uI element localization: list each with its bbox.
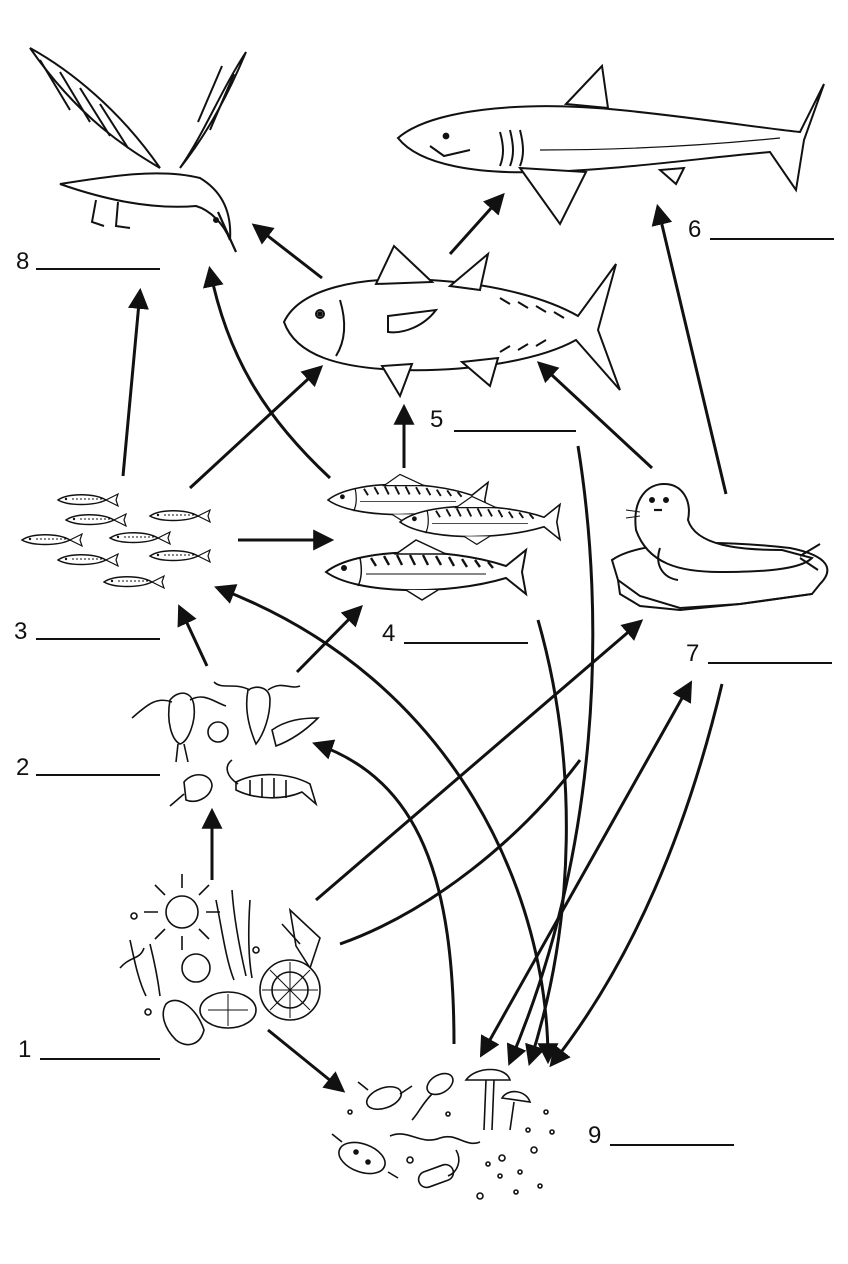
label-blank-7[interactable] xyxy=(708,662,832,664)
label-number-1: 1 xyxy=(18,1036,32,1063)
decomposers-cluster-icon xyxy=(331,1068,555,1200)
seal-on-ice-icon xyxy=(610,482,829,612)
arrow-decomposers-to-zooplankton xyxy=(312,739,456,1045)
arrow-decomposers-to-seal xyxy=(479,680,693,1058)
arrow-seal-to-tuna xyxy=(536,361,654,470)
zooplankton-cluster-icon xyxy=(131,681,320,807)
arrow-seal-to-decomposers xyxy=(549,683,724,1068)
label-blank-6[interactable] xyxy=(710,238,834,240)
label-number-5: 5 xyxy=(430,406,444,433)
arrow-tuna-to-seabird xyxy=(251,223,323,280)
phytoplankton-cluster-icon xyxy=(119,874,321,1046)
label-blank-3[interactable] xyxy=(36,638,160,640)
tuna-icon xyxy=(282,244,621,399)
arrow-zooplankton-to-small-fish xyxy=(177,604,209,667)
label-number-4: 4 xyxy=(382,620,396,647)
arrow-small-fish-to-seabird xyxy=(121,287,149,477)
arrow-tuna-to-shark xyxy=(448,192,505,256)
label-number-9: 9 xyxy=(588,1122,602,1149)
arrow-phytoplankton-to-upper-right xyxy=(339,759,582,946)
arrow-small-fish-to-tuna xyxy=(188,365,324,490)
arrow-seal-to-shark xyxy=(651,203,728,495)
label-number-8: 8 xyxy=(16,248,30,275)
label-blank-9[interactable] xyxy=(610,1144,734,1146)
label-blank-8[interactable] xyxy=(36,268,160,270)
mackerel-icon xyxy=(324,473,561,602)
arrows-layer xyxy=(121,192,728,1093)
label-number-6: 6 xyxy=(688,216,702,243)
label-blank-5[interactable] xyxy=(454,430,576,432)
label-blank-1[interactable] xyxy=(40,1058,160,1060)
label-number-2: 2 xyxy=(16,754,30,781)
arrow-mackerel-to-seabird xyxy=(203,265,332,480)
arrow-phytoplankton-to-decomposers xyxy=(267,1028,346,1093)
arrow-mackerel-to-decomposers xyxy=(525,619,568,1066)
label-blank-2[interactable] xyxy=(36,774,160,776)
shark-icon xyxy=(396,63,825,226)
seabird-icon xyxy=(29,47,247,253)
label-number-7: 7 xyxy=(686,640,700,667)
label-blank-4[interactable] xyxy=(404,642,528,644)
arrow-tuna-to-decomposers xyxy=(506,445,595,1066)
small-fish-school-icon xyxy=(21,493,211,589)
label-number-3: 3 xyxy=(14,618,28,645)
